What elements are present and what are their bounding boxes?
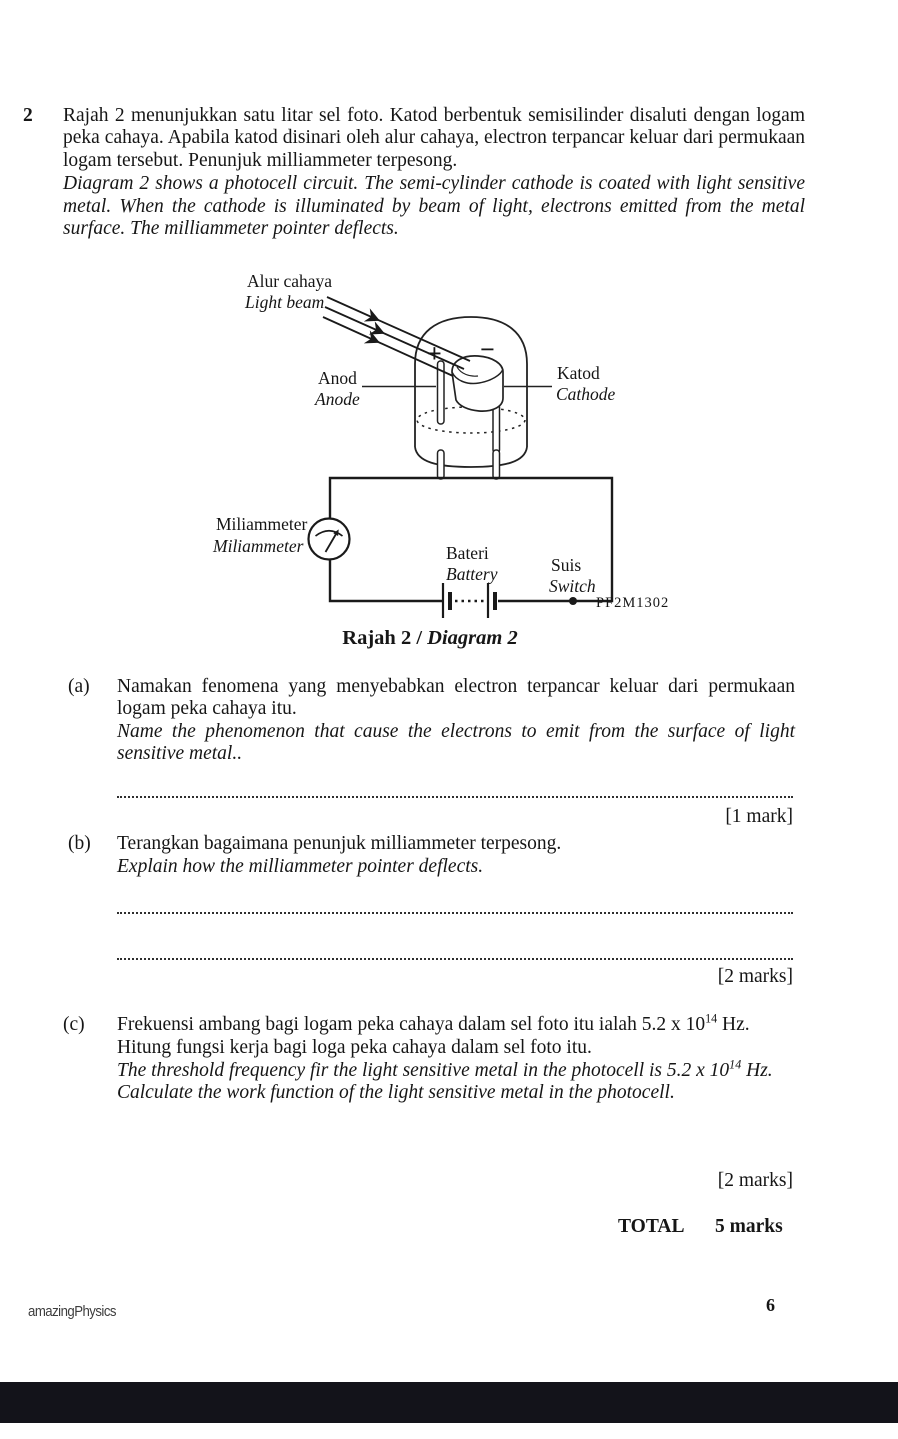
anode-label-en: Anode: [314, 389, 360, 409]
minus-sign: −: [480, 335, 495, 364]
switch-label-en: Switch: [549, 576, 596, 596]
part-c-line1-superscript: 14: [705, 1011, 718, 1026]
cathode-label-ms: Katod: [557, 363, 600, 383]
anode-rod: [436, 360, 445, 425]
light-beam-arrows: [322, 296, 471, 377]
part-c-label: (c): [63, 1014, 85, 1035]
battery-symbol: [441, 583, 497, 618]
page-number: 6: [766, 1295, 775, 1315]
total-label: TOTAL: [618, 1216, 685, 1237]
part-c-line2: Hitung fungsi kerja bagi loga peka cahay…: [117, 1037, 592, 1058]
bulb-base-dashed-ellipse: [416, 406, 526, 434]
part-a-marks: [1 mark]: [725, 806, 793, 827]
plus-sign: +: [427, 339, 442, 368]
part-b-marks: [2 marks]: [717, 966, 793, 987]
light-beam-label-en: Light beam: [244, 292, 324, 312]
part-b-answer-line-2: [117, 942, 793, 960]
total-value: 5 marks: [715, 1216, 783, 1237]
intro-paragraph-malay: Rajah 2 menunjukkan satu litar sel foto.…: [63, 105, 805, 171]
battery-label-en: Battery: [446, 564, 498, 584]
milliammeter-label-en: Miliammeter: [212, 536, 304, 556]
cathode-rim: [451, 368, 504, 385]
light-beam-label-ms: Alur cahaya: [247, 271, 332, 291]
part-a-answer-line: [117, 780, 793, 798]
cathode-support-rod: [492, 403, 501, 454]
part-c-line1: Frekuensi ambang bagi logam peka cahaya …: [117, 1011, 827, 1036]
photocell-bulb-outline: [414, 316, 528, 447]
part-c-line3: The threshold frequency fir the light se…: [117, 1057, 827, 1082]
battery-label-ms: Bateri: [446, 543, 489, 563]
footer-brand: amazingPhysics: [28, 1303, 117, 1320]
left-pin: [436, 449, 445, 480]
part-c-line1-text: Frekuensi ambang bagi logam peka cahaya …: [117, 1014, 706, 1035]
part-a-label: (a): [68, 676, 90, 697]
right-pin: [492, 449, 501, 480]
intro-paragraph-english: Diagram 2 shows a photocell circuit. The…: [63, 173, 805, 240]
part-c-marks: [2 marks]: [717, 1170, 793, 1191]
switch-label-ms: Suis: [551, 555, 581, 575]
part-b-answer-line-1: [117, 896, 793, 914]
part-b-text-malay: Terangkan bagaimana penunjuk milliammete…: [117, 833, 562, 854]
part-b-text-english: Explain how the milliammeter pointer def…: [117, 856, 484, 877]
cathode-inner-edge: [456, 366, 479, 377]
diagram-caption-divider: /: [411, 627, 428, 649]
diagram-caption-malay: Rajah 2: [342, 627, 412, 649]
part-a-text-english: Name the phenomenon that cause the elect…: [117, 721, 795, 765]
part-c-line4: Calculate the work function of the light…: [117, 1082, 675, 1103]
diagram-caption: Rajah 2 / Diagram 2: [200, 627, 660, 650]
milliammeter-symbol: [307, 517, 351, 561]
part-c-line3-text: The threshold frequency fir the light se…: [117, 1060, 730, 1081]
photocell-circuit-diagram: + − PF2M1302: : Alur cahaya Light: [212, 271, 670, 618]
circuit-wire-bottom-left: [328, 558, 443, 603]
part-a-text-malay: Namakan fenomena yang menyebabkan electr…: [117, 676, 795, 720]
watermark-text: PF2M1302: :: [596, 595, 670, 611]
part-c-line3-superscript: 14: [729, 1057, 742, 1072]
anode-label-ms: Anod: [318, 368, 357, 388]
part-c-line3-unit: Hz.: [741, 1060, 773, 1081]
part-b-label: (b): [68, 833, 91, 854]
diagram-caption-english: Diagram 2: [427, 627, 518, 649]
switch-dot: [569, 597, 577, 605]
milliammeter-label-ms: Miliammeter: [216, 514, 308, 534]
cathode-label-en: Cathode: [556, 384, 616, 404]
part-c-line1-unit: Hz.: [717, 1014, 750, 1035]
question-number: 2: [23, 105, 33, 126]
photocell-bulb-base: [414, 446, 528, 468]
bottom-bar: [0, 1382, 898, 1423]
